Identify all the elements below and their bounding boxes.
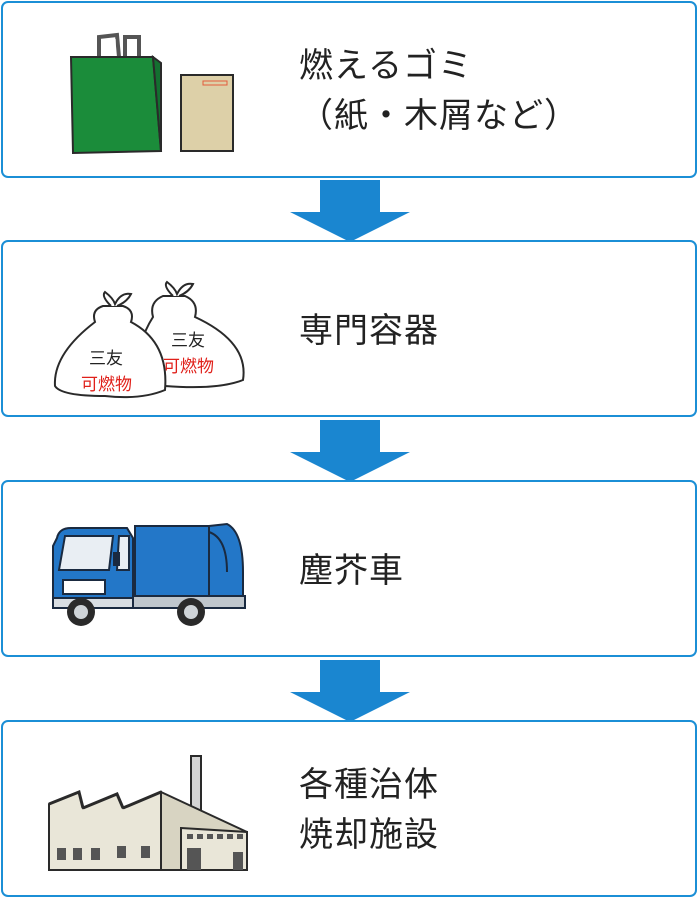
step-box-incineration-facility: 各種治体 焼却施設 [1, 720, 697, 897]
bag-brand-label: 三友 [89, 349, 123, 369]
garbage-bags-icon: 三友 可燃物 三友 可燃物 [53, 280, 245, 399]
step-box-special-container: 三友 可燃物 三友 可燃物 専門容器 [1, 240, 697, 417]
bag-brand-label: 三友 [171, 331, 205, 351]
step-label-line2: 焼却施設 [299, 815, 439, 855]
factory-icon [48, 755, 248, 871]
shopping-bag-envelope-icon [69, 32, 234, 155]
step-box-garbage-truck: 塵芥車 [1, 480, 697, 657]
bag-type-label: 可燃物 [163, 357, 214, 377]
step-label-line1: 燃えるゴミ [299, 46, 473, 86]
down-arrow-icon [290, 420, 410, 482]
step-label-line1: 専門容器 [299, 311, 439, 351]
down-arrow-icon [290, 180, 410, 242]
step-label-line2: （紙・木屑など） [299, 96, 579, 136]
step-label-line1: 各種治体 [299, 765, 439, 805]
down-arrow-icon [290, 660, 410, 722]
bag-type-label: 可燃物 [81, 375, 132, 395]
garbage-truck-icon [52, 522, 246, 626]
step-label-line1: 塵芥車 [299, 551, 404, 591]
step-box-burnable-waste: 燃えるゴミ （紙・木屑など） [1, 1, 697, 178]
